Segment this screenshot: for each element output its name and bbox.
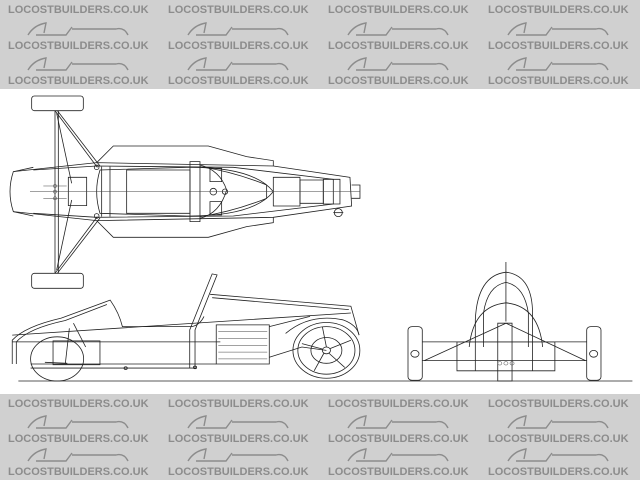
rear-view-wheel-right bbox=[587, 327, 601, 381]
watermark-text: LOCOSTBUILDERS.CO.UK bbox=[328, 75, 469, 87]
watermark-text: LOCOSTBUILDERS.CO.UK bbox=[488, 40, 629, 52]
car-silhouette-icon bbox=[347, 448, 449, 462]
watermark-text: LOCOSTBUILDERS.CO.UK bbox=[488, 466, 629, 478]
watermark-text: LOCOSTBUILDERS.CO.UK bbox=[328, 398, 469, 410]
chassis-outline bbox=[10, 146, 360, 237]
car-silhouette-icon bbox=[347, 415, 449, 429]
rear-view bbox=[408, 262, 601, 381]
watermark-text: LOCOSTBUILDERS.CO.UK bbox=[488, 398, 629, 410]
car-silhouette-icon bbox=[187, 22, 289, 36]
car-silhouette-icon bbox=[27, 22, 129, 36]
watermark-text: LOCOSTBUILDERS.CO.UK bbox=[328, 433, 469, 445]
top-view bbox=[10, 96, 360, 288]
car-silhouette-icon bbox=[187, 57, 289, 71]
watermark-text: LOCOSTBUILDERS.CO.UK bbox=[168, 398, 309, 410]
car-silhouette-icon bbox=[507, 448, 609, 462]
watermark-text: LOCOSTBUILDERS.CO.UK bbox=[8, 40, 149, 52]
watermark-text: LOCOSTBUILDERS.CO.UK bbox=[8, 466, 149, 478]
watermark-text: LOCOSTBUILDERS.CO.UK bbox=[168, 40, 309, 52]
watermark-text: LOCOSTBUILDERS.CO.UK bbox=[8, 433, 149, 445]
watermark-text: LOCOSTBUILDERS.CO.UK bbox=[488, 433, 629, 445]
car-silhouette-icon bbox=[187, 448, 289, 462]
car-silhouette-icon bbox=[507, 57, 609, 71]
watermark-text: LOCOSTBUILDERS.CO.UK bbox=[168, 433, 309, 445]
car-silhouette-icon bbox=[27, 57, 129, 71]
watermark-text: LOCOSTBUILDERS.CO.UK bbox=[328, 466, 469, 478]
car-silhouette-icon bbox=[507, 22, 609, 36]
rear-wheel bbox=[293, 323, 360, 379]
watermark-background bbox=[0, 0, 640, 89]
rear-view-wheel-left bbox=[408, 327, 422, 381]
car-silhouette-icon bbox=[347, 57, 449, 71]
watermark-text: LOCOSTBUILDERS.CO.UK bbox=[488, 4, 629, 16]
car-silhouette-icon bbox=[27, 448, 129, 462]
car-silhouette-icon bbox=[187, 415, 289, 429]
watermark-text: LOCOSTBUILDERS.CO.UK bbox=[168, 466, 309, 478]
watermark-text: LOCOSTBUILDERS.CO.UK bbox=[168, 75, 309, 87]
front-wheel bbox=[31, 337, 84, 381]
rear-suspension bbox=[55, 111, 100, 274]
car-silhouette-icon bbox=[27, 415, 129, 429]
rear-wheel-right bbox=[32, 273, 84, 288]
watermark-text: LOCOSTBUILDERS.CO.UK bbox=[8, 4, 149, 16]
car-silhouette-icon bbox=[507, 415, 609, 429]
rear-wheel-left bbox=[32, 96, 84, 111]
watermark-band-top: LOCOSTBUILDERS.CO.UK LOCOSTBUILDERS.CO.UK… bbox=[0, 0, 640, 89]
watermark-background bbox=[0, 394, 640, 480]
side-view bbox=[12, 274, 360, 381]
watermark-text: LOCOSTBUILDERS.CO.UK bbox=[328, 40, 469, 52]
watermark-band-bottom: LOCOSTBUILDERS.CO.UK LOCOSTBUILDERS.CO.UK… bbox=[0, 394, 640, 480]
watermark-text: LOCOSTBUILDERS.CO.UK bbox=[328, 4, 469, 16]
watermark-text: LOCOSTBUILDERS.CO.UK bbox=[488, 75, 629, 87]
car-silhouette-icon bbox=[347, 22, 449, 36]
watermark-text: LOCOSTBUILDERS.CO.UK bbox=[168, 4, 309, 16]
watermark-text: LOCOSTBUILDERS.CO.UK bbox=[8, 398, 149, 410]
watermark-text: LOCOSTBUILDERS.CO.UK bbox=[8, 75, 149, 87]
